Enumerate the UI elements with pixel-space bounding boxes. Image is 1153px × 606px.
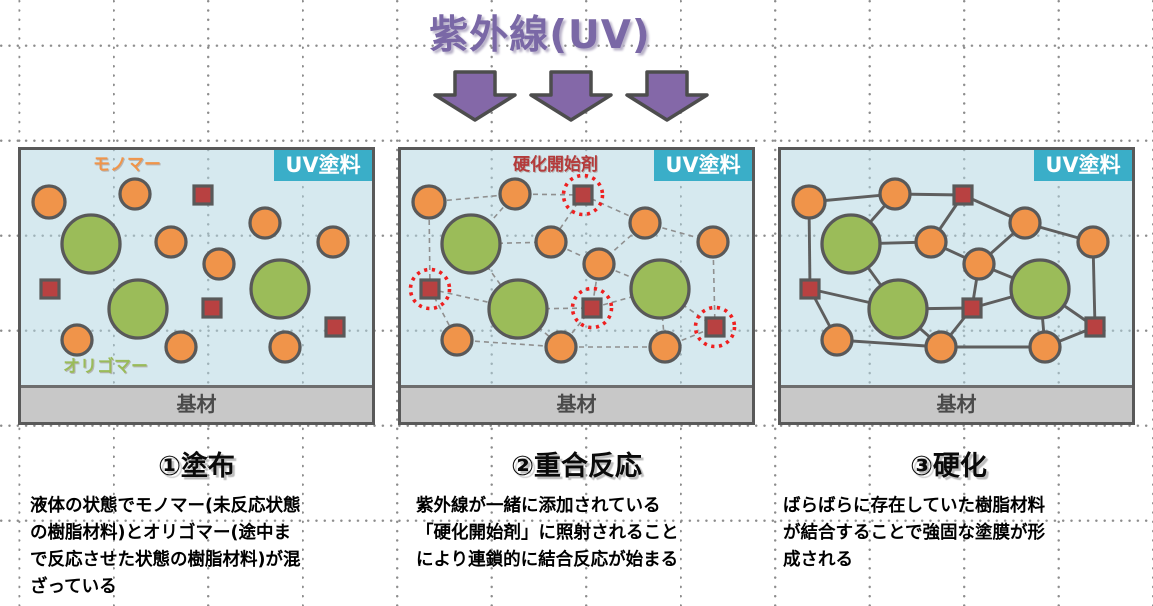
initiator-square <box>952 184 974 206</box>
initiator-square <box>581 297 603 319</box>
monomer-circle <box>440 323 474 357</box>
initiator-square <box>799 278 821 300</box>
initiator-square <box>1084 316 1106 338</box>
monomer-circle <box>248 206 282 240</box>
monomer-circle <box>268 330 302 364</box>
monomer-circle <box>534 225 568 259</box>
initiator-label: 硬化開始剤 <box>513 155 598 175</box>
monomer-circle <box>154 225 188 259</box>
monomer-circle <box>1028 330 1062 364</box>
initiator-square <box>201 297 223 319</box>
step2-heading: ②重合反応 <box>511 451 642 482</box>
substrate-bar: 基材 <box>781 385 1132 422</box>
initiator-square <box>961 297 983 319</box>
oligomer-circle <box>867 278 929 340</box>
initiator-square <box>572 184 594 206</box>
oligomer-circle <box>820 213 882 275</box>
oligomer-circle <box>487 278 549 340</box>
step3-heading: ③硬化 <box>910 451 987 482</box>
diagram-title: 紫外線(UV) <box>429 13 651 58</box>
monomer-circle <box>962 247 996 281</box>
oligomer-circle <box>629 258 691 320</box>
initiator-highlight-ring <box>561 173 605 217</box>
oligomer-label: オリゴマー <box>63 357 148 377</box>
step2-description: 紫外線が一緒に添加されている 「硬化開始剤」に照射されること により連鎖的に結合… <box>416 496 679 570</box>
monomer-circle <box>498 177 532 211</box>
monomer-circle <box>316 225 350 259</box>
uv-down-arrow-icon <box>529 70 613 122</box>
initiator-highlight-ring <box>570 286 614 330</box>
panel-polymerization: 硬化開始剤 UV塗料 基材 <box>398 147 755 425</box>
panel-coating: モノマー オリゴマー UV塗料 基材 <box>18 147 375 425</box>
monomer-circle <box>411 184 447 220</box>
oligomer-circle <box>440 213 502 275</box>
monomer-circle <box>164 330 198 364</box>
panel-polymerization-network <box>408 173 737 364</box>
monomer-circle <box>696 225 730 259</box>
initiator-square <box>419 278 441 300</box>
monomer-circle <box>60 323 94 357</box>
initiator-square <box>324 316 346 338</box>
monomer-circle <box>118 177 152 211</box>
uv-paint-badge: UV塗料 <box>1034 150 1132 181</box>
oligomer-circle <box>249 258 311 320</box>
initiator-highlight-ring <box>693 305 737 349</box>
initiator-square <box>39 278 61 300</box>
monomer-circle <box>1008 206 1042 240</box>
panel-cured: UV塗料 基材 <box>778 147 1135 425</box>
monomer-circle <box>924 330 958 364</box>
panel-coating-network <box>31 177 350 364</box>
monomer-circle <box>914 225 948 259</box>
monomer-circle <box>582 247 616 281</box>
uv-paint-badge: UV塗料 <box>274 150 372 181</box>
substrate-bar: 基材 <box>401 385 752 422</box>
monomer-circle <box>648 330 682 364</box>
initiator-highlight-ring <box>408 267 452 311</box>
monomer-circle <box>791 184 827 220</box>
substrate-bar: 基材 <box>21 385 372 422</box>
step1-heading: ①塗布 <box>158 451 235 482</box>
uv-paint-badge: UV塗料 <box>654 150 752 181</box>
oligomer-circle <box>107 278 169 340</box>
panel-cured-network <box>791 177 1110 364</box>
initiator-square <box>704 316 726 338</box>
monomer-circle <box>202 247 236 281</box>
oligomer-circle <box>1009 258 1071 320</box>
oligomer-circle <box>60 213 122 275</box>
initiator-square <box>192 184 214 206</box>
uv-down-arrow-icon <box>625 70 709 122</box>
monomer-circle <box>878 177 912 211</box>
bond-line <box>836 338 942 349</box>
bond-line <box>428 201 431 290</box>
monomer-circle <box>820 323 854 357</box>
uv-down-arrow-icon <box>433 70 517 122</box>
step3-description: ばらばらに存在していた樹脂材料 が結合することで強固な塗膜が形 成される <box>783 496 1045 570</box>
monomer-circle <box>1076 225 1110 259</box>
step1-description: 液体の状態でモノマー(未反応状態 の樹脂材料)とオリゴマー(途中ま で反応させた… <box>30 496 301 597</box>
monomer-label: モノマー <box>93 155 161 175</box>
monomer-circle <box>628 206 662 240</box>
monomer-circle <box>544 330 578 364</box>
monomer-circle <box>31 184 67 220</box>
